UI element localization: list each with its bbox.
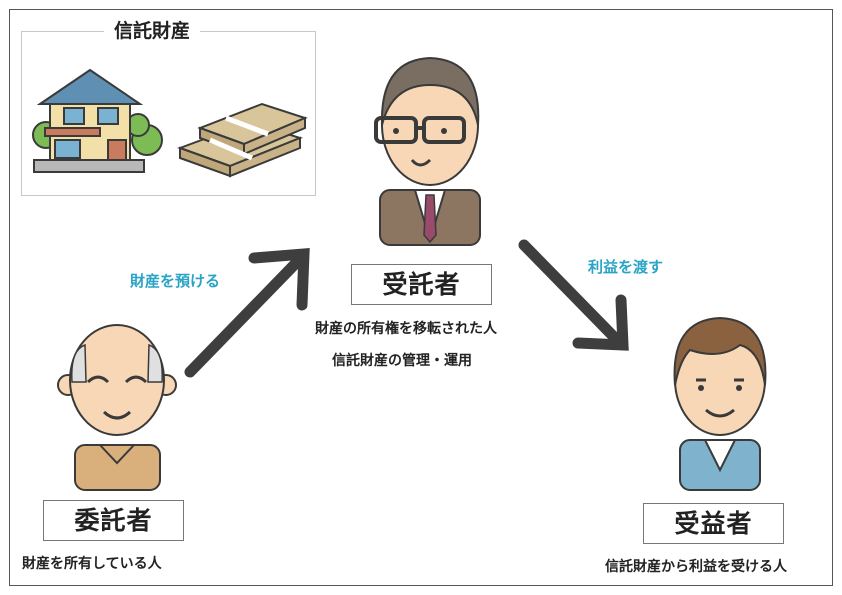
trustee-desc-1: 財産の所有権を移転された人 <box>315 321 497 337</box>
money-bundle-icon <box>177 102 308 178</box>
trustee-label: 受託者 <box>351 264 492 305</box>
trust-property-box <box>21 31 316 196</box>
beneficiary-person-icon <box>673 316 767 491</box>
house-icon <box>32 68 163 173</box>
settlor-label: 委託者 <box>43 500 184 541</box>
diagram-frame <box>9 9 833 586</box>
beneficiary-desc: 信託財産から利益を受ける人 <box>605 559 787 575</box>
trust-property-title: 信託財産 <box>104 19 201 43</box>
trustee-person-icon <box>374 56 481 246</box>
arrow-benefit <box>518 239 629 351</box>
beneficiary-label: 受益者 <box>643 503 784 544</box>
arrow-entrust <box>184 248 310 378</box>
settlor-desc: 財産を所有している人 <box>22 556 162 572</box>
trustee-desc-2: 信託財産の管理・運用 <box>332 353 472 369</box>
settlor-person-icon <box>57 324 177 491</box>
entrust-label: 財産を預ける <box>130 272 221 290</box>
benefit-label: 利益を渡す <box>588 258 664 276</box>
